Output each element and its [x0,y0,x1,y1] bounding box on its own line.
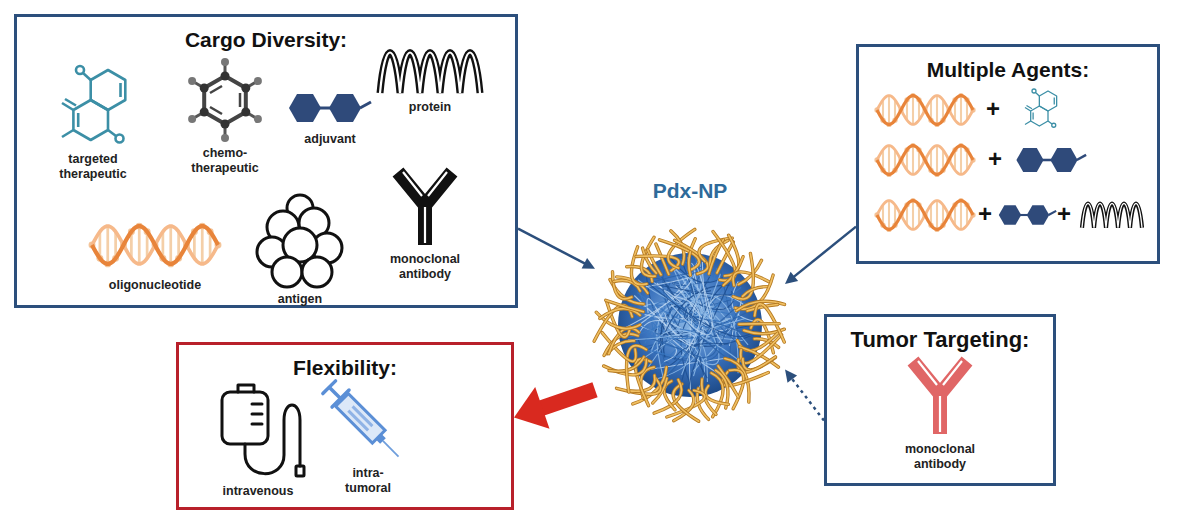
antigen-icon [257,195,342,287]
plus-sign: + [983,145,1007,173]
syringe-icon [321,379,407,465]
icon-label: oligonucleotide [85,278,225,293]
dna-icon [89,223,222,268]
icon-label: monoclonal antibody [383,252,467,282]
protein-icon [380,53,480,94]
targeted-molecule [1025,89,1057,127]
node-title: Pdx-NP [653,178,728,203]
iv-bag-icon [222,385,304,476]
icon-label: chemo- therapeutic [183,146,267,176]
connector-arrow [785,227,856,284]
icon-label: targeted therapeutic [51,152,135,182]
connector-arrow [785,370,824,421]
adjuvant-icon [289,94,371,122]
nanoparticle-illustration [594,229,784,421]
adjuvant-icon [999,205,1056,225]
antibody-icon [913,361,967,434]
icon-label: intravenous [208,484,308,499]
node-title: Tumor Targeting: [851,327,1030,353]
category-box: Multiple Agents: [856,44,1160,264]
node-title: Flexibility: [293,355,397,380]
connector-arrow [518,229,595,269]
icon-label: intra- tumoral [340,466,396,496]
icon-label: protein [395,100,465,115]
icon-label: monoclonal antibody [898,442,982,472]
node-title: Multiple Agents: [927,57,1090,82]
flow-arrow [514,387,595,429]
plus-sign: + [973,200,997,228]
plus-sign: + [1052,200,1076,228]
icon-label: antigen [260,292,340,307]
dna-icon [874,198,975,232]
benzene-icon [188,58,262,142]
antibody-icon [398,172,452,245]
plus-sign: + [981,95,1005,123]
nanoparticle-node: Pdx-NP [595,168,785,420]
targeted-molecule [62,66,125,143]
dna-icon [874,93,975,127]
dna-icon [874,143,975,177]
adjuvant-icon [1016,148,1086,172]
node-title: Cargo Diversity: [185,27,347,52]
icon-label: adjuvant [290,132,370,147]
protein-icon [1082,204,1142,228]
